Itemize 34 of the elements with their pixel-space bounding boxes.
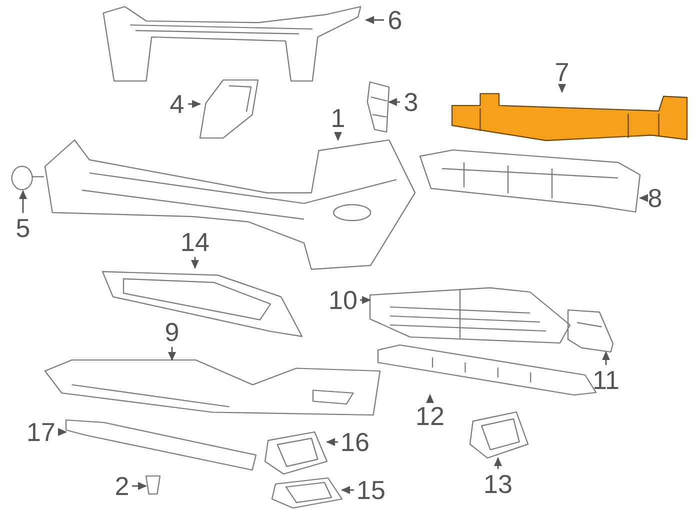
leader-line bbox=[365, 16, 384, 24]
leader-line bbox=[341, 486, 354, 494]
leader-line bbox=[334, 132, 342, 141]
callout-number: 9 bbox=[163, 318, 181, 346]
callout-number: 2 bbox=[114, 472, 130, 500]
callout-number: 1 bbox=[329, 104, 347, 132]
leader-line bbox=[326, 438, 338, 446]
callout-number: 15 bbox=[356, 476, 386, 504]
leader-line bbox=[426, 394, 434, 403]
callout-number: 17 bbox=[26, 418, 56, 446]
callout-number: 12 bbox=[415, 402, 445, 430]
callout-number: 10 bbox=[328, 286, 358, 314]
leader-line bbox=[639, 194, 648, 202]
leader-line bbox=[58, 428, 67, 436]
callout-number: 13 bbox=[483, 470, 513, 498]
leader-line bbox=[360, 296, 371, 304]
callout-number: 14 bbox=[180, 228, 210, 256]
callout-number: 8 bbox=[646, 184, 664, 212]
callout-number: 6 bbox=[386, 6, 404, 34]
leader-line bbox=[188, 100, 201, 108]
leader-line bbox=[494, 457, 502, 469]
callout-number: 7 bbox=[553, 58, 571, 86]
callout-number: 11 bbox=[591, 366, 621, 394]
leader-line bbox=[558, 84, 566, 93]
leader-line bbox=[388, 98, 400, 106]
callout-number: 5 bbox=[14, 214, 32, 242]
leader-line bbox=[132, 482, 147, 490]
leader-line bbox=[191, 257, 199, 269]
callout-number: 4 bbox=[168, 90, 186, 118]
callout-number: 3 bbox=[402, 88, 420, 116]
callout-number: 16 bbox=[340, 428, 370, 456]
leader-line bbox=[168, 347, 176, 361]
leader-line bbox=[19, 190, 27, 213]
leader-line bbox=[602, 351, 610, 365]
